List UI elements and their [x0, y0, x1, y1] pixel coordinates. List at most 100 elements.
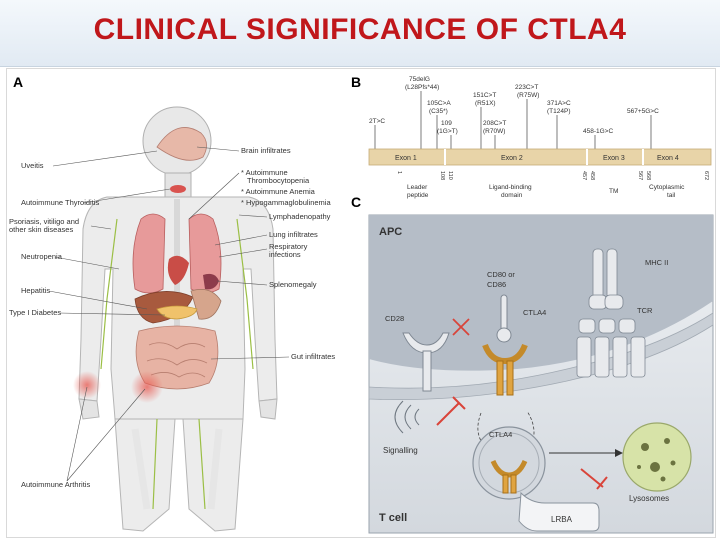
- label-hepatitis: Hepatitis: [21, 286, 50, 295]
- mutation-75delg: 75delG: [409, 76, 430, 83]
- body-figure: [73, 106, 278, 532]
- cd28-molecule: [402, 332, 450, 392]
- cd86-label: CD86: [487, 280, 506, 289]
- ctla4-label: CTLA4: [523, 308, 546, 317]
- leg-bones: [131, 428, 223, 510]
- panel-a-left-labels: Uveitis Autoimmune Thyroiditis Psoriasis…: [9, 161, 99, 489]
- left-lung-shape: [132, 213, 166, 294]
- lysosome-inhibition-icon: [580, 468, 608, 490]
- position-110: 110: [447, 171, 453, 180]
- tcr-molecule: [576, 318, 646, 378]
- mutation-labels: 75delG (L28Pfs*44) 105C>A (C35*) 151C>T …: [369, 76, 659, 135]
- mutation-109: 109: [441, 120, 452, 127]
- position-457: 457: [581, 171, 587, 180]
- mhc-molecule: [588, 248, 624, 310]
- brain-shape: [156, 127, 207, 161]
- panel-b: B 75delG (L28Pfs*44) 105C>A (C35*) 151C>…: [351, 74, 712, 199]
- figure-svg: A: [9, 74, 714, 534]
- domain-ligand-binding: Ligand-binding: [489, 184, 532, 191]
- domain-labels: Leader peptide Ligand-binding domain TM …: [407, 184, 685, 199]
- intestine-folds: [146, 342, 208, 378]
- pancreas-shape: [156, 305, 198, 320]
- label-lymphadenopathy: Lymphadenopathy: [269, 212, 331, 221]
- apc-label: APC: [379, 226, 402, 238]
- label-neutropenia: Neutropenia: [21, 252, 63, 261]
- mutation-567-5g-c: 567+5G>C: [627, 108, 659, 115]
- position-672: 672: [703, 171, 709, 180]
- signalling-inhibition-icon: [436, 396, 466, 426]
- label-respiratory: Respiratory: [269, 242, 308, 251]
- stomach-shape: [190, 288, 222, 320]
- hip-inflammation: [131, 371, 163, 403]
- position-108: 108: [439, 171, 445, 180]
- domain-tm: TM: [609, 188, 618, 195]
- spleen-shape: [203, 273, 219, 290]
- mutation-371a-c: 371A>C: [547, 100, 571, 107]
- mutation-458-1g-c: 458-1G>C: [583, 128, 613, 135]
- mutation-pointers: [374, 91, 652, 149]
- label-gut-infiltrates: Gut infiltrates: [291, 352, 335, 361]
- panel-a-right-labels: Brain infiltrates * Autoimmune Thrombocy…: [241, 146, 335, 361]
- lrba-label: LRBA: [551, 515, 573, 524]
- panel-a-left-leaders: [48, 150, 171, 482]
- mutation-2t-c: 2T>C: [369, 118, 385, 125]
- label-splenomegaly: Splenomegaly: [269, 280, 317, 289]
- lrba-shape: [518, 491, 600, 532]
- position-567: 567: [637, 171, 643, 180]
- position-numbers: 1 108 110 457 458 567 568 672: [396, 171, 709, 180]
- label-skin-diseases: other skin diseases: [9, 225, 73, 234]
- mutation-c35: (C35*): [429, 108, 448, 115]
- panel-c: C APC CD80 or CD86 MHC II CD28 CTLA4 TCR: [351, 194, 714, 534]
- slide-header: CLINICAL SIGNIFICANCE OF CTLA4: [0, 0, 720, 67]
- ctla4-surface-molecule: [482, 343, 528, 396]
- left-hand-shape: [78, 398, 100, 420]
- cd80-label: CD80 or: [487, 270, 515, 279]
- position-458: 458: [589, 171, 595, 180]
- signalling-waves-icon: [394, 400, 420, 434]
- mutation-105c-a: 105C>A: [427, 100, 451, 107]
- label-autoimmune-arthritis: Autoimmune Arthritis: [21, 480, 90, 489]
- mutation-l28pfs: (L28Pfs*44): [405, 84, 439, 91]
- label-uveitis: Uveitis: [21, 161, 44, 170]
- label-infections: infections: [269, 250, 301, 259]
- mutation-r75w: (R75W): [517, 92, 539, 99]
- panel-a-letter: A: [13, 74, 23, 90]
- ctla4-vesicle: [472, 426, 546, 500]
- mutation-208c-t: 208C>T: [483, 120, 506, 127]
- position-568: 568: [645, 171, 651, 180]
- ctla4-vesicle-label: CTLA4: [489, 430, 512, 439]
- domain-peptide: peptide: [407, 192, 429, 199]
- mutation-151c-t: 151C>T: [473, 92, 496, 99]
- label-autoimmune-line1: * Autoimmune: [241, 168, 288, 177]
- figure: A: [6, 68, 716, 538]
- domain-cytoplasmic: Cytoplasmic: [649, 184, 685, 191]
- domain-tail: tail: [667, 192, 676, 199]
- lymph-vessels: [100, 218, 254, 510]
- exon-3-label: Exon 3: [603, 155, 625, 162]
- exon-1-label: Exon 1: [395, 155, 417, 162]
- cd28-label: CD28: [385, 314, 404, 323]
- label-type1-diabetes: Type I Diabetes: [9, 308, 61, 317]
- position-1: 1: [396, 171, 402, 174]
- thyroid-shape: [170, 185, 186, 193]
- panel-a: A: [9, 74, 335, 532]
- panel-a-right-leaders: [188, 146, 290, 360]
- domain-leader: Leader: [407, 184, 428, 191]
- label-thrombocytopenia: Thrombocytopenia: [247, 176, 310, 185]
- label-psoriasis: Psoriasis, vitiligo and: [9, 217, 79, 226]
- domain-domain: domain: [501, 192, 523, 199]
- label-hypogammaglobulinemia: * Hypogammaglobulinemia: [241, 198, 331, 207]
- exon-bar: [368, 148, 712, 166]
- slide-title: CLINICAL SIGNIFICANCE OF CTLA4: [93, 13, 627, 46]
- signalling-label: Signalling: [383, 446, 418, 455]
- exon-4-label: Exon 4: [657, 155, 679, 162]
- right-hand-shape: [258, 398, 278, 420]
- mhc-label: MHC II: [645, 258, 668, 267]
- recycling-arrow: [526, 410, 535, 454]
- exon-dividers: [444, 149, 644, 165]
- exon-2-label: Exon 2: [501, 155, 523, 162]
- panel-b-letter: B: [351, 74, 361, 90]
- tcr-label: TCR: [637, 306, 653, 315]
- mutation-r70w: (R70W): [483, 128, 505, 135]
- label-autoimmune-anemia: * Autoimmune Anemia: [241, 187, 316, 196]
